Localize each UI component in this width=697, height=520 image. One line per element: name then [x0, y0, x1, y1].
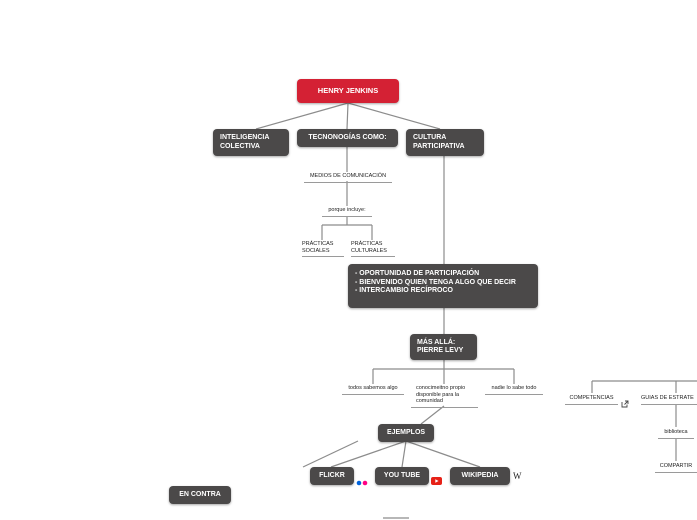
ejemplos-label: EJEMPLOS	[386, 428, 426, 436]
inteligencia-label: INTELIGENCIA COLECTIVA	[220, 134, 270, 150]
node-nadie-lo-sabe[interactable]: nadie lo sabe todo	[485, 385, 543, 395]
node-flickr[interactable]: FLICKR	[310, 467, 354, 485]
node-inteligencia-colectiva[interactable]: INTELIGENCIA COLECTIVA	[213, 129, 289, 156]
link-root-tecnologias	[346, 102, 349, 130]
porque-label: porque incluye:	[328, 207, 366, 213]
node-youtube[interactable]: YOU TUBE	[375, 467, 429, 485]
flickr-label: FLICKR	[319, 471, 345, 479]
node-guias-estrategias[interactable]: GUÍAS DE ESTRATE	[641, 395, 697, 405]
tecnologias-label: TECNONOGÍAS COMO:	[308, 133, 387, 141]
node-tecnologias[interactable]: TECNONOGÍAS COMO:	[297, 129, 398, 147]
biblioteca-label: biblioteca	[664, 429, 688, 435]
node-todos-sabemos[interactable]: todos sabemos algo	[342, 385, 404, 395]
node-medios-comunicacion[interactable]: MEDIOS DE COMUNICACIÓN	[304, 173, 392, 183]
link-masalla-children	[372, 359, 515, 384]
link-ejemplos-flickr	[330, 440, 407, 468]
node-cultura-participativa[interactable]: CULTURA PARTICIPATIVA	[406, 129, 484, 156]
node-mas-alla-pierre-levy[interactable]: MÁS ALLÁ: PIERRE LEVY	[410, 334, 477, 360]
practicas-culturales-label: PRÁCTICAS CULTURALES	[351, 241, 387, 254]
cultura-label: CULTURA PARTICIPATIVA	[413, 134, 465, 150]
root-label: HENRY JENKINS	[317, 85, 379, 95]
youtube-icon[interactable]	[431, 472, 442, 485]
flickr-icon[interactable]	[356, 473, 368, 486]
node-ejemplos[interactable]: EJEMPLOS	[378, 424, 434, 442]
link-ejemplos-wikipedia	[405, 440, 481, 468]
wikipedia-icon[interactable]: W	[513, 471, 522, 481]
todos-label: todos sabemos algo	[348, 385, 398, 391]
node-practicas-sociales[interactable]: PRÁCTICAS SOCIALES	[302, 241, 344, 257]
node-conocimiento[interactable]: conocimeitno propio disponible para la c…	[411, 385, 478, 408]
link-root-inteligencia	[255, 102, 349, 130]
node-porque-incluye[interactable]: porque incluye:	[322, 207, 372, 217]
external-link-icon[interactable]	[621, 395, 629, 408]
oportunidad-line-3: - INTERCAMBIO RECÍPROCO	[355, 287, 453, 294]
node-compartir[interactable]: COMPARTIR	[655, 463, 697, 473]
oportunidad-line-1: - OPORTUNIDAD DE PARTICIPACIÓN	[355, 270, 480, 277]
link-porque-practicas	[321, 216, 373, 240]
link-en-contra	[302, 440, 359, 468]
node-en-contra[interactable]: EN CONTRA	[169, 486, 231, 504]
oportunidad-line-2: - BIENVENIDO QUIEN TENGA ALGO QUE DECIR	[355, 278, 516, 286]
competencias-label: COMPETENCIAS	[569, 395, 614, 401]
medios-label: MEDIOS DE COMUNICACIÓN	[309, 173, 387, 179]
guias-label: GUÍAS DE ESTRATE	[641, 395, 694, 401]
link-ejemplos-youtube	[401, 440, 407, 468]
nadie-label: nadie lo sabe todo	[491, 385, 537, 391]
node-oportunidad[interactable]: - OPORTUNIDAD DE PARTICIPACIÓN - BIENVEN…	[348, 264, 538, 308]
practicas-sociales-label: PRÁCTICAS SOCIALES	[302, 241, 334, 254]
link-right-branch	[591, 380, 697, 393]
node-competencias[interactable]: COMPETENCIAS	[565, 395, 618, 405]
link-root-cultura	[347, 102, 441, 130]
youtube-label: YOU TUBE	[383, 471, 421, 479]
root-node-henry-jenkins[interactable]: HENRY JENKINS	[297, 79, 399, 103]
en-contra-label: EN CONTRA	[179, 490, 221, 498]
conocimiento-label: conocimeitno propio disponible para la c…	[416, 385, 466, 404]
wikipedia-label: WIKIPEDIA	[461, 471, 499, 479]
compartir-label: COMPARTIR	[659, 463, 693, 469]
mas-alla-label: MÁS ALLÁ: PIERRE LEVY	[417, 338, 464, 355]
node-wikipedia[interactable]: WIKIPEDIA	[450, 467, 510, 485]
link-conocimiento-ejemplos	[420, 405, 445, 425]
node-biblioteca[interactable]: biblioteca	[658, 429, 694, 439]
node-practicas-culturales[interactable]: PRÁCTICAS CULTURALES	[351, 241, 395, 257]
